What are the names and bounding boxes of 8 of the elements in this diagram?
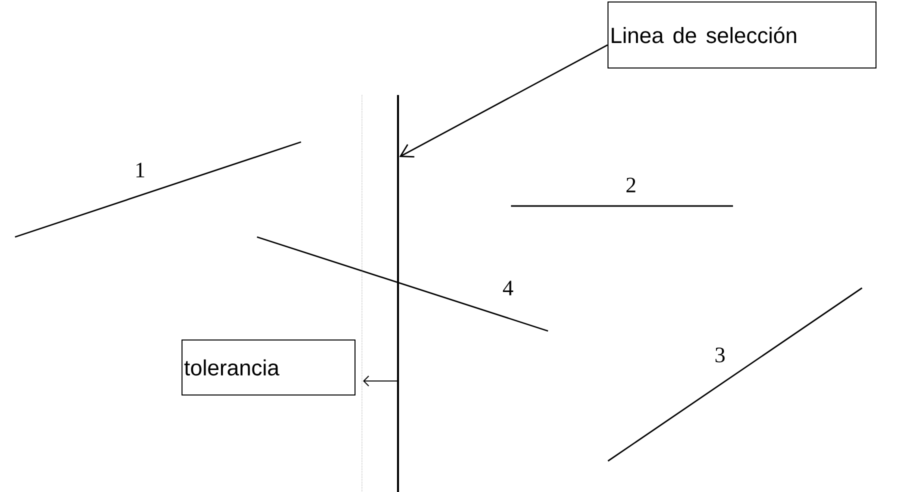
callout-number: 2 [626, 178, 636, 192]
label-box: Linea de selección [608, 2, 876, 68]
selection-line [397, 95, 399, 492]
arrow [399, 44, 608, 158]
callout-number: 4 [502, 280, 514, 296]
callout-number: 1 [136, 162, 144, 178]
callout-number: 3 [716, 348, 725, 362]
label-box: tolerancia [182, 339, 356, 396]
